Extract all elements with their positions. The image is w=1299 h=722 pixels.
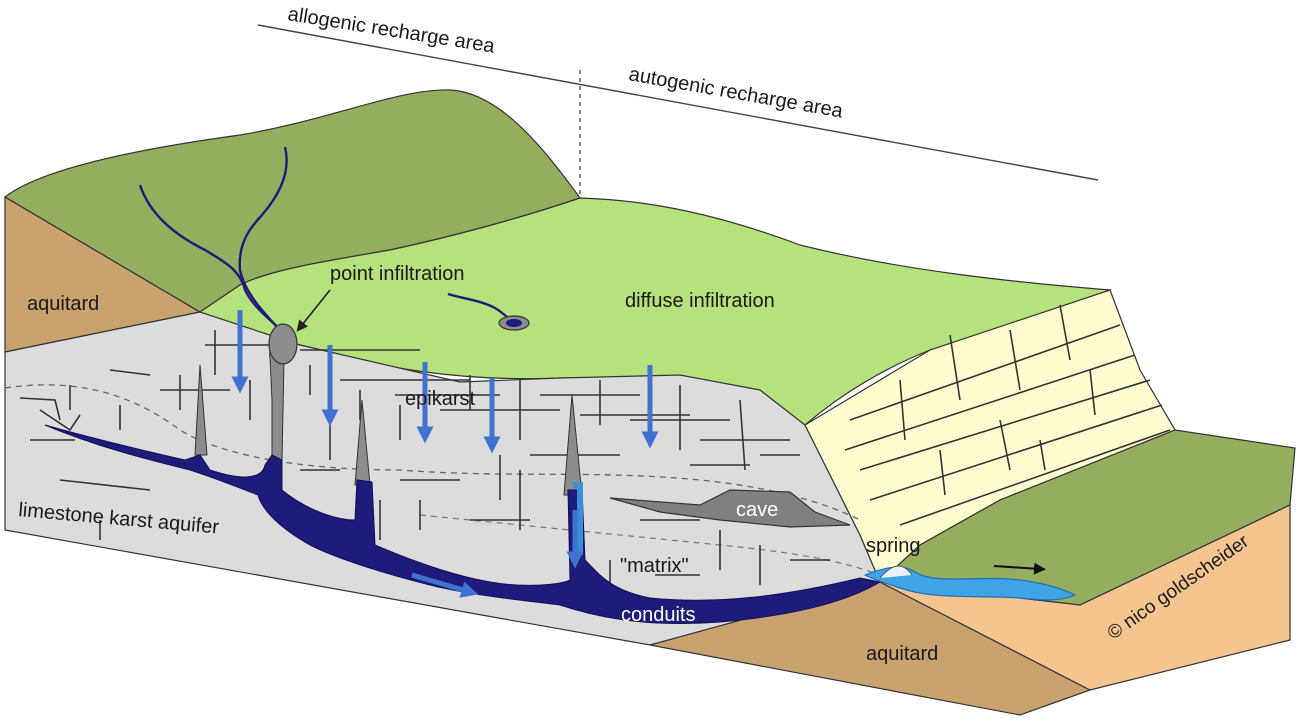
epikarst-boundary <box>4 384 861 521</box>
limestone-side-joints <box>844 304 1171 526</box>
epikarst-fractures <box>19 330 800 471</box>
epikarst-label: epikarst <box>405 388 475 410</box>
recharge-area-lines <box>257 24 1099 200</box>
deep-fractures <box>30 409 830 590</box>
diffuse-infiltration-label: diffuse infiltration <box>625 290 775 312</box>
spring-outflow <box>863 565 1077 601</box>
aquitard-right-face <box>879 504 1291 691</box>
aquitard-left-label: aquitard <box>27 293 99 315</box>
matrix-boundary <box>419 514 881 576</box>
cave <box>609 489 851 528</box>
conduits-label: conduits <box>621 604 696 626</box>
sinkholes <box>268 315 530 365</box>
aquitard-bottom-label: aquitard <box>866 643 938 665</box>
point-infiltration-label: point infiltration <box>330 263 465 285</box>
shaft-water <box>573 482 583 555</box>
matrix-label: "matrix" <box>620 555 689 577</box>
cave-label: cave <box>736 499 778 521</box>
point-infiltration-pointer-arrow <box>296 289 331 332</box>
infiltration-arrows <box>231 310 659 569</box>
spring-label: spring <box>866 535 920 557</box>
river-flow-arrow <box>993 562 1046 575</box>
conduit-flow-arrow <box>411 572 479 598</box>
